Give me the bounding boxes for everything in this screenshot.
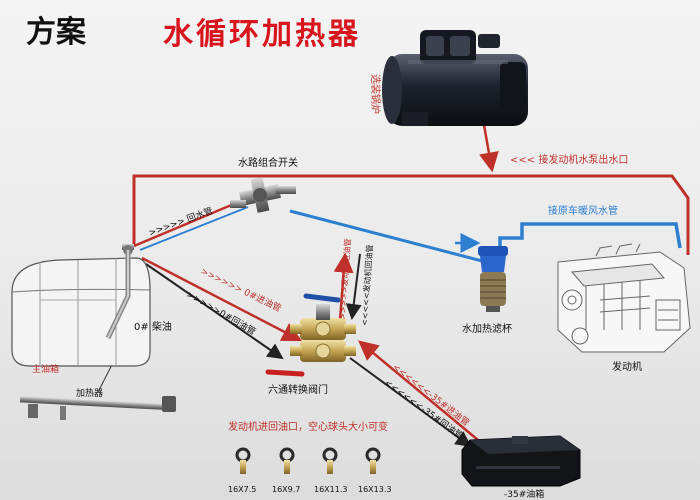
pump-outlet-pipe bbox=[132, 174, 690, 255]
fuel-in-0-pipe bbox=[141, 256, 303, 342]
main-tank-label: 主油箱 bbox=[32, 363, 59, 375]
water-route-switch bbox=[230, 177, 296, 213]
water-heating-filter-cup bbox=[478, 246, 508, 312]
valve-label: 六通转换阀门 bbox=[268, 383, 328, 396]
heater-outlet-pipe bbox=[479, 124, 499, 173]
engine-in-label: >>>>>发动机进油管 bbox=[337, 238, 353, 320]
page-title: 水循环加热器 bbox=[163, 17, 361, 52]
fittings-note: 发动机进回油口，空心球头大小可变 bbox=[228, 420, 388, 433]
six-way-valve bbox=[265, 293, 356, 377]
fitting-label-1: 16X7.5 bbox=[228, 485, 256, 494]
engine-in-pipe bbox=[333, 252, 354, 321]
return-pipe-blue bbox=[139, 206, 249, 251]
fitting-label-3: 16X11.3 bbox=[314, 485, 347, 494]
filter-supply-pipe bbox=[289, 209, 487, 264]
fuel-return-35-pipe bbox=[349, 357, 472, 448]
scheme-label: 方案 bbox=[26, 15, 87, 50]
engine-label: 发动机 bbox=[612, 360, 642, 373]
filter-cup-label: 水加热滤杯 bbox=[462, 322, 512, 335]
fitting-3 bbox=[322, 447, 338, 474]
fitting-4 bbox=[365, 447, 381, 474]
water-switch-label: 水路组合开关 bbox=[238, 156, 298, 169]
fitting-label-2: 16X9.7 bbox=[272, 485, 300, 494]
optional-boiler bbox=[382, 30, 528, 126]
fitting-label-4: 16X13.3 bbox=[358, 485, 391, 494]
boiler-label: 选装锅炉 bbox=[369, 74, 382, 114]
fuel-tank-35 bbox=[461, 435, 581, 487]
fuel-return-0-pipe bbox=[145, 263, 284, 360]
engine-return-label: <<<<<发动机回油管 bbox=[359, 244, 375, 326]
heater-return-pipe bbox=[498, 222, 682, 253]
engine-return-pipe bbox=[345, 253, 362, 320]
fitting-2 bbox=[279, 447, 295, 474]
fuel-in-35-pipe bbox=[358, 340, 479, 441]
tank-35-label: -35#油箱 bbox=[504, 488, 544, 500]
pump-outlet-label: <<< 接发动机水泵出水口 bbox=[510, 153, 628, 166]
tank-heater-probe bbox=[19, 396, 176, 420]
engine-illustration bbox=[557, 243, 691, 353]
tank-sender-tube bbox=[105, 244, 134, 340]
diesel-0-label: 0# 柴油 bbox=[134, 320, 172, 333]
return-pipe bbox=[133, 196, 249, 248]
heater-pipe-label: 接原车暖风水管 bbox=[548, 204, 618, 217]
fitting-1 bbox=[235, 447, 251, 474]
tank-heater-label: 加热器 bbox=[76, 387, 103, 399]
